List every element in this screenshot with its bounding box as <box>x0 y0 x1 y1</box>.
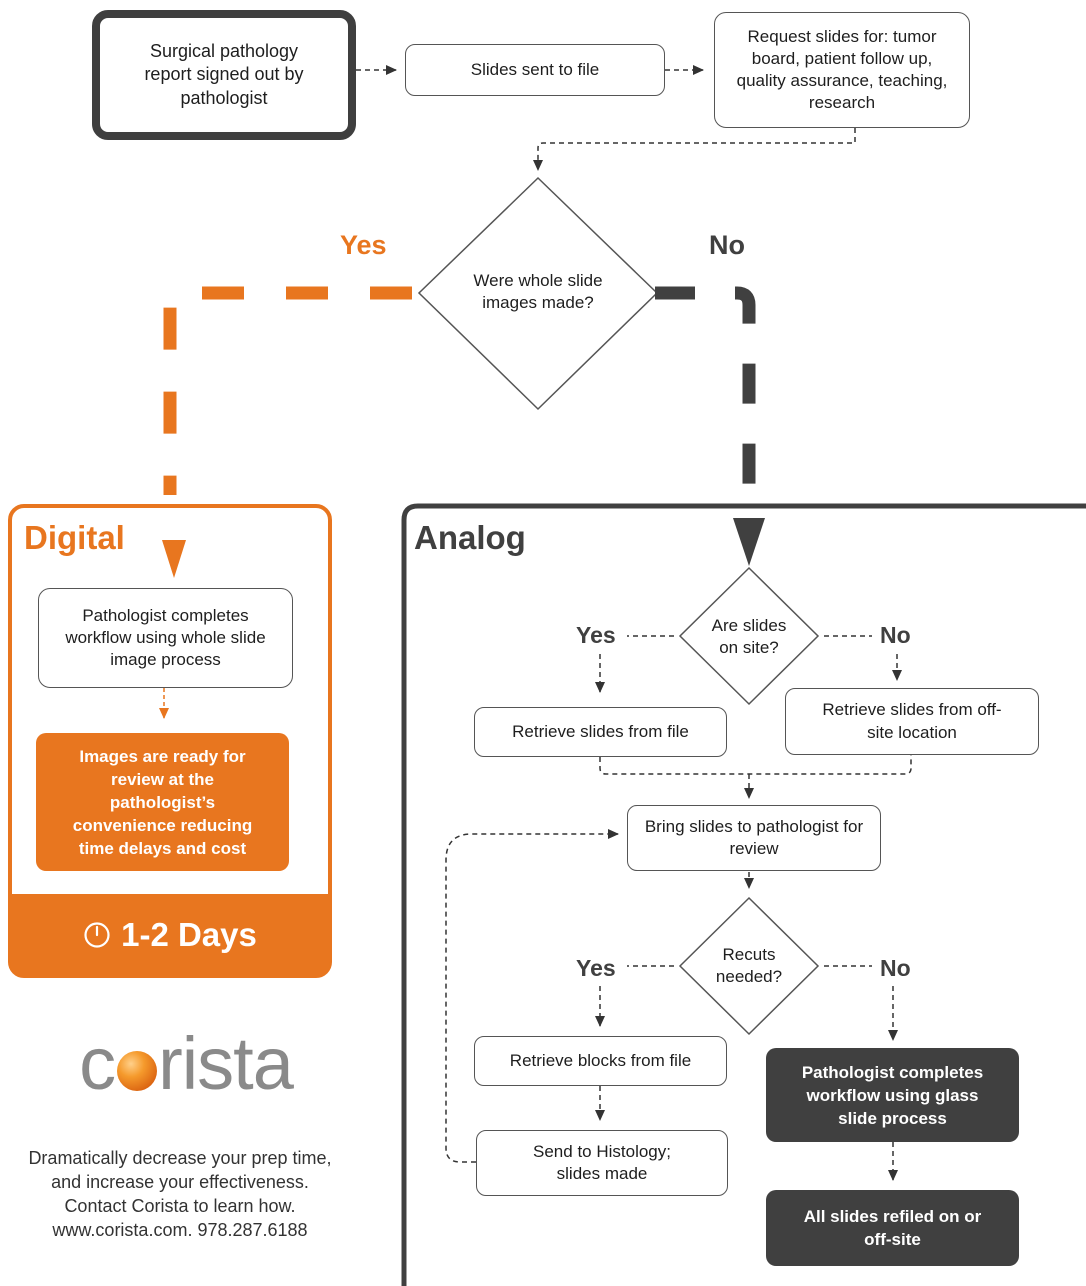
wsi-diamond <box>417 176 659 411</box>
send-histology-node: Send to Histology; slides made <box>476 1130 728 1196</box>
glass-workflow-node: Pathologist completes workflow using gla… <box>766 1048 1019 1142</box>
refiled-node: All slides refiled on or off-site <box>766 1190 1019 1266</box>
digital-title: Digital <box>24 519 125 556</box>
on-site-diamond <box>678 566 820 706</box>
no-label-recuts: No <box>880 955 911 981</box>
request-slides-node: Request slides for: tumor board, patient… <box>714 12 970 128</box>
report-signed-node: Surgical pathology report signed out by … <box>92 10 356 140</box>
days-text: 1-2 Days <box>121 916 257 953</box>
slides-sent-node: Slides sent to file <box>405 44 665 96</box>
analog-title: Analog <box>414 519 526 556</box>
images-ready-node: Images are ready for review at the patho… <box>36 733 289 871</box>
contact-text: Dramatically decrease your prep time, an… <box>28 1148 332 1240</box>
analog-panel <box>401 503 1086 1286</box>
yes-label-main: Yes <box>340 230 387 260</box>
days-band <box>10 894 330 976</box>
yes-arrowhead <box>162 540 186 578</box>
loop-back-connector <box>445 829 619 1163</box>
retrieve-file-node: Retrieve slides from file <box>474 707 727 757</box>
retrieve-offsite-node: Retrieve slides from off-site location <box>785 688 1039 755</box>
recuts-question: Recuts needed? <box>715 944 783 986</box>
wsi-question: Were whole slide images made? <box>473 270 603 312</box>
connector-request-to-question <box>533 128 856 171</box>
clock-icon <box>84 922 110 948</box>
no-label-onsite: No <box>880 622 911 648</box>
no-label-main: No <box>709 230 745 260</box>
digital-workflow-node: Pathologist completes workflow using who… <box>38 588 293 688</box>
retrieve-blocks-node: Retrieve blocks from file <box>474 1036 727 1086</box>
bring-slides-node: Bring slides to pathologist for review <box>627 805 881 871</box>
on-site-question: Are slides on site? <box>711 615 787 657</box>
no-branch-line <box>655 286 756 495</box>
yes-label-onsite: Yes <box>576 622 616 648</box>
days-badge: 1-2 Days <box>10 894 330 976</box>
logo-orb-icon <box>117 1051 158 1091</box>
yes-label-recuts: Yes <box>576 955 616 981</box>
recuts-diamond <box>678 896 820 1036</box>
yes-branch-line <box>163 286 412 495</box>
no-arrowhead <box>733 518 765 566</box>
